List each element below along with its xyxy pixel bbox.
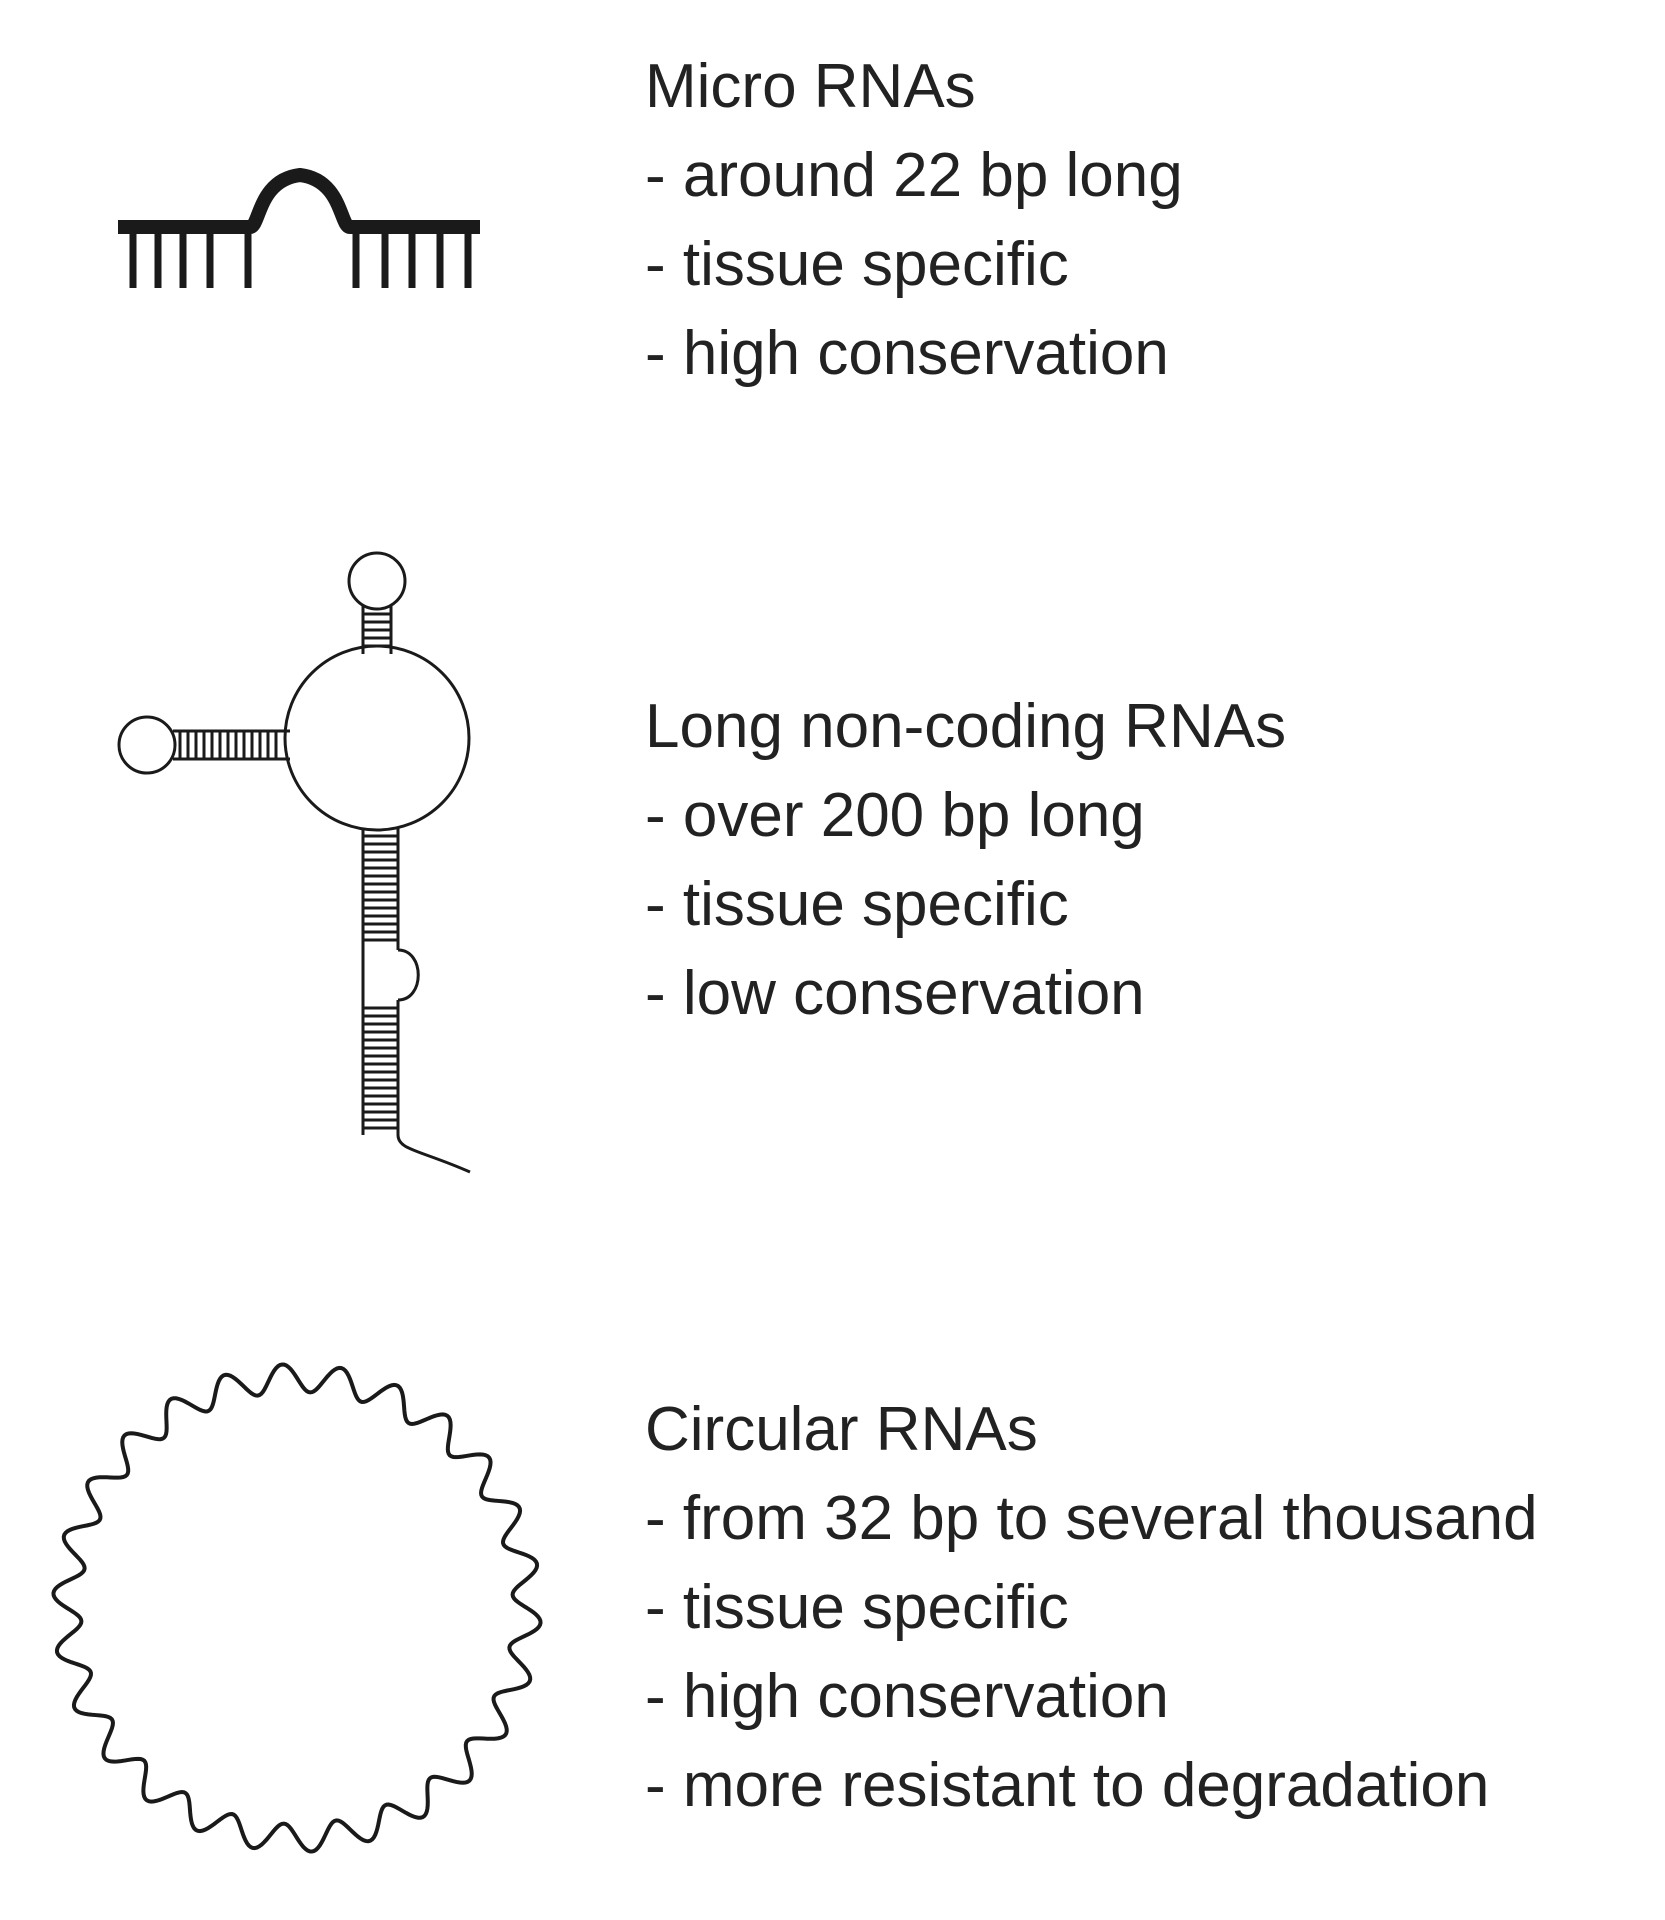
circrna-point: - from 32 bp to several thousand — [645, 1484, 1538, 1553]
lncrna-strand — [397, 948, 420, 1002]
lncrna-point: - low conservation — [645, 959, 1145, 1028]
lncrna-strand — [117, 715, 177, 775]
circrna-point: - more resistant to degradation — [645, 1751, 1490, 1820]
lncrna-strand — [396, 1134, 471, 1174]
mirna-point: - around 22 bp long — [645, 141, 1183, 210]
lncrna-point: - over 200 bp long — [645, 781, 1145, 850]
circrna-point: - high conservation — [645, 1662, 1169, 1731]
mirna-point: - high conservation — [645, 319, 1169, 388]
mirna-hairpin-icon — [118, 168, 480, 288]
circrna-title: Circular RNAs — [645, 1395, 1038, 1464]
lncrna-structure-icon — [117, 551, 471, 1174]
lncrna-description: Long non-coding RNAs - over 200 bp long … — [645, 682, 1286, 1038]
circrna-point: - tissue specific — [645, 1573, 1069, 1642]
circrna-wavy-circle-icon — [51, 1362, 543, 1854]
mirna-point: - tissue specific — [645, 230, 1069, 299]
lncrna-title: Long non-coding RNAs — [645, 692, 1287, 761]
lncrna-strand — [347, 551, 407, 611]
circrna-description: Circular RNAs - from 32 bp to several th… — [645, 1385, 1538, 1830]
lncrna-strand — [283, 644, 471, 832]
lncrna-point: - tissue specific — [645, 870, 1069, 939]
mirna-title: Micro RNAs — [645, 52, 976, 121]
mirna-description: Micro RNAs - around 22 bp long - tissue … — [645, 42, 1183, 398]
